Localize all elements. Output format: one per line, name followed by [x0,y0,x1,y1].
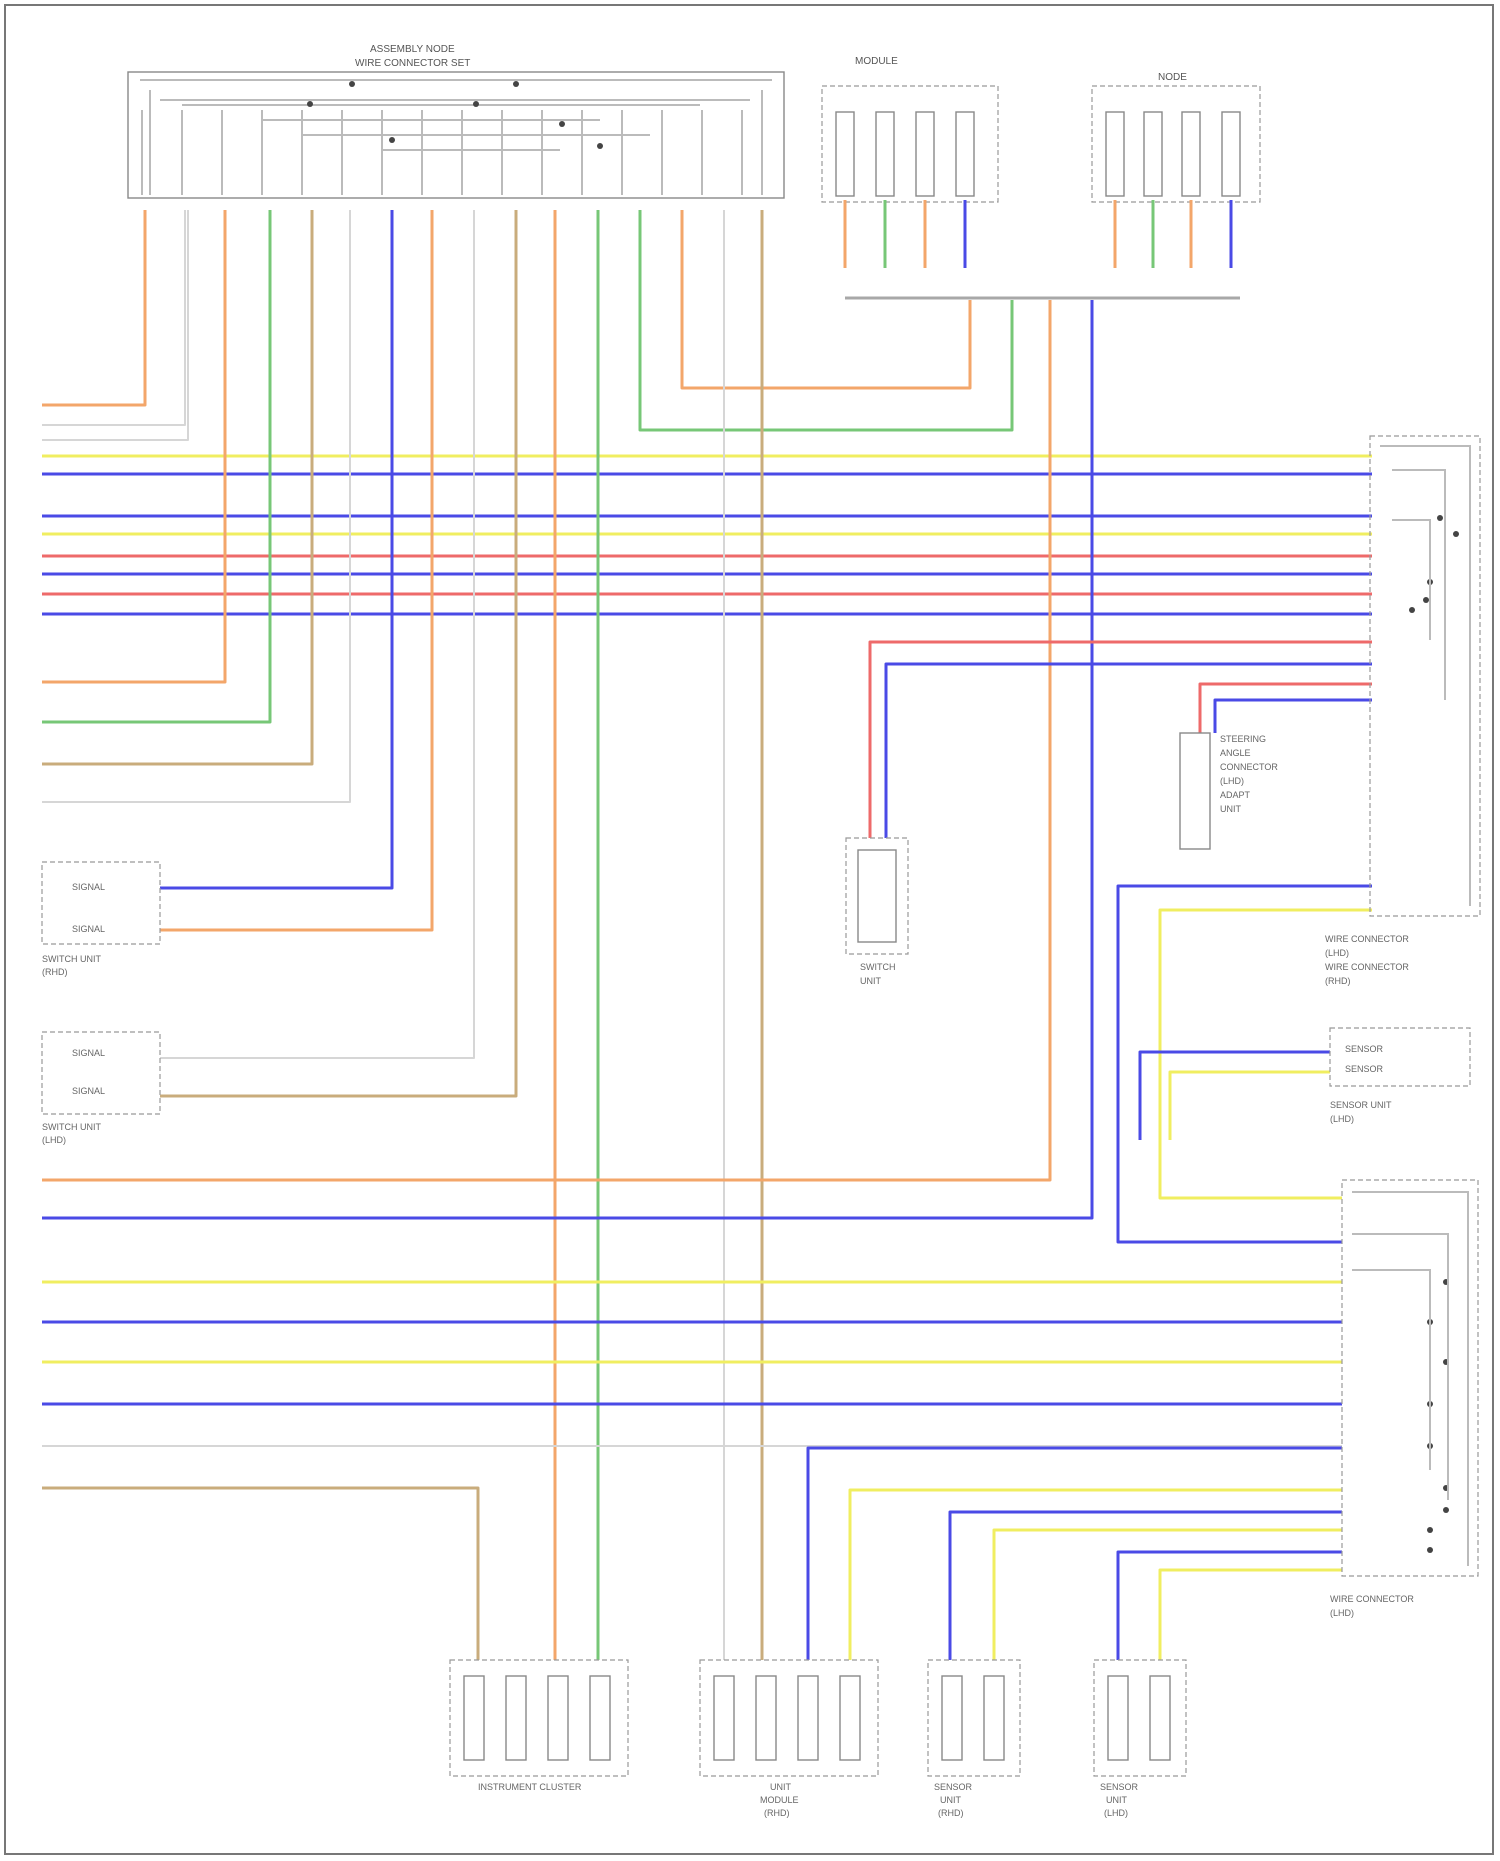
junction-dot [1427,1547,1433,1553]
svg-text:ANGLE: ANGLE [1220,748,1251,758]
steer-blue [1215,700,1372,733]
top-mid-module: MODULE [822,56,998,202]
blue-long-loop [42,300,1092,1218]
svg-text:UNIT: UNIT [770,1782,791,1792]
junction-dot [1423,597,1429,603]
junction-dot [1409,607,1415,613]
center-switch-box [846,838,908,954]
steering-sensor: STEERING ANGLE CONNECTOR (LHD) ADAPT UNI… [1180,733,1278,849]
svg-text:SENSOR: SENSOR [1345,1044,1384,1054]
junction-dot [1437,515,1443,521]
svg-text:(LHD): (LHD) [42,1135,66,1145]
svg-text:UNIT: UNIT [860,976,881,986]
bottom-feed-yellow-3 [1160,1570,1342,1660]
svg-text:(RHD): (RHD) [1325,976,1351,986]
right-connector-upper-box [1370,436,1480,916]
top-right-label: NODE [1158,72,1187,83]
svg-text:WIRE CONNECTOR: WIRE CONNECTOR [1325,962,1409,972]
svg-text:(LHD): (LHD) [1325,948,1349,958]
bottom-2: UNIT MODULE (RHD) [700,1660,878,1818]
top-right-box [1092,86,1260,202]
steer-red [1200,684,1372,733]
bottom-feed-yellow-1 [850,1490,1342,1660]
sensor-yellow [1170,1072,1330,1140]
svg-text:CONNECTOR: CONNECTOR [1220,762,1278,772]
vertical-tan-left-device-2 [160,210,516,1096]
vertical-blue-left-device [160,210,392,888]
wires-layer [42,200,1372,1660]
top-connector-posts [142,105,742,195]
junction-dots [1409,515,1459,1553]
bottom-3: SENSOR UNIT (RHD) [928,1660,1020,1818]
left-stub-white [42,210,185,425]
bottom-feed-blue-3 [1118,1552,1342,1660]
svg-text:SWITCH UNIT: SWITCH UNIT [42,1122,101,1132]
svg-text:INSTRUMENT CLUSTER: INSTRUMENT CLUSTER [478,1782,582,1792]
bottom-4: SENSOR UNIT (LHD) [1094,1660,1186,1818]
vertical-green-1 [42,210,270,722]
lower-tan-to-bottom [42,1488,478,1660]
bottom-feed-blue-1 [808,1448,1342,1660]
junction-dot [1427,1527,1433,1533]
top-connector-label-1: ASSEMBLY NODE [370,44,455,55]
left-stub-orange [42,210,145,405]
bottom-2-box [700,1660,878,1776]
left-device-1: SIGNAL SIGNAL SWITCH UNIT (RHD) [42,862,160,977]
mid-right-sensor: SENSOR SENSOR SENSOR UNIT (LHD) [1330,1028,1470,1124]
right-connector-lower-box [1342,1180,1478,1576]
bottom-feed-blue-2 [950,1512,1342,1660]
svg-text:(RHD): (RHD) [938,1808,964,1818]
left-device-2: SIGNAL SIGNAL SWITCH UNIT (LHD) [42,1032,160,1145]
left-device-2-box [42,1032,160,1114]
right-connector-upper [1370,436,1480,916]
top-connector-label-2: WIRE CONNECTOR SET [355,58,470,69]
mid-right-sensor-box [1330,1028,1470,1086]
svg-text:STEERING: STEERING [1220,734,1266,744]
svg-text:(LHD): (LHD) [1220,776,1244,786]
svg-text:SENSOR: SENSOR [934,1782,973,1792]
top-right-module: NODE [1092,72,1260,202]
vertical-orange-1 [42,210,225,682]
junction-dot [1453,531,1459,537]
svg-text:SIGNAL: SIGNAL [72,924,105,934]
green-to-top-mid [640,210,1012,430]
svg-text:MODULE: MODULE [760,1795,799,1805]
svg-text:(RHD): (RHD) [764,1808,790,1818]
junction-dot [1443,1507,1449,1513]
svg-text:SWITCH: SWITCH [860,962,896,972]
top-connector: ASSEMBLY NODE WIRE CONNECTOR SET [128,44,784,198]
svg-text:(LHD): (LHD) [1104,1808,1128,1818]
right-connector-lower: WIRE CONNECTOR (LHD) [1330,1180,1478,1618]
svg-text:UNIT: UNIT [1220,804,1241,814]
svg-text:UNIT: UNIT [1106,1795,1127,1805]
svg-text:(RHD): (RHD) [42,967,68,977]
steering-sensor-box [1180,733,1210,849]
svg-text:SENSOR: SENSOR [1345,1064,1384,1074]
svg-text:WIRE CONNECTOR: WIRE CONNECTOR [1330,1594,1414,1604]
vertical-white-1 [42,210,350,802]
bottom-1-box [450,1660,628,1776]
center-switch: SWITCH UNIT [846,838,908,986]
svg-text:SIGNAL: SIGNAL [72,1086,105,1096]
svg-text:SENSOR: SENSOR [1100,1782,1139,1792]
top-mid-label: MODULE [855,56,898,67]
switch-red [870,642,1372,838]
svg-text:(LHD): (LHD) [1330,1608,1354,1618]
svg-text:ADAPT: ADAPT [1220,790,1251,800]
svg-text:SENSOR UNIT: SENSOR UNIT [1330,1100,1392,1110]
svg-text:(LHD): (LHD) [1330,1114,1354,1124]
orange-long-loop [42,300,1050,1180]
svg-text:WIRE CONNECTOR: WIRE CONNECTOR [1325,934,1409,944]
switch-blue [886,664,1372,838]
bottom-feed-yellow-2 [994,1530,1342,1660]
svg-text:SIGNAL: SIGNAL [72,1048,105,1058]
svg-text:SWITCH UNIT: SWITCH UNIT [42,954,101,964]
svg-text:SIGNAL: SIGNAL [72,882,105,892]
top-mid-box [822,86,998,202]
right-connector-label: WIRE CONNECTOR (LHD) WIRE CONNECTOR (RHD… [1325,934,1409,986]
svg-text:UNIT: UNIT [940,1795,961,1805]
bottom-1: INSTRUMENT CLUSTER [450,1660,628,1792]
